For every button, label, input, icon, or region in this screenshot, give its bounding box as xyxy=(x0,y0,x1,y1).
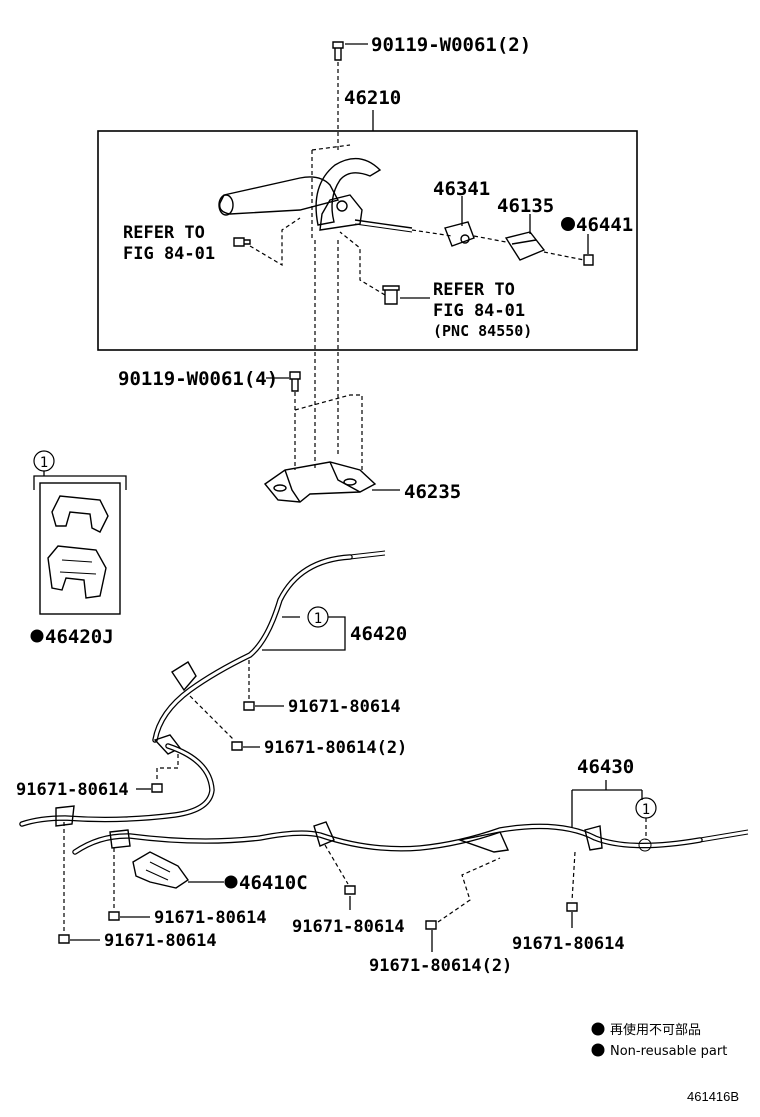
bolt-c-label[interactable]: 91671-80614 xyxy=(16,780,129,800)
nonreuse-dot-clamp xyxy=(224,875,238,889)
refer-right-line2[interactable]: FIG 84-01 xyxy=(433,301,525,321)
callout-1-front-num: 1 xyxy=(314,611,322,627)
bolt-a-label[interactable]: 91671-80614 xyxy=(288,697,401,717)
bolt-f-label[interactable]: 91671-80614 xyxy=(292,917,405,937)
front-cable-drawing xyxy=(19,550,386,827)
figure-id: 461416B xyxy=(687,1089,739,1104)
bolt-e-label[interactable]: 91671-80614 xyxy=(104,931,217,951)
rear-cable-drawing xyxy=(72,821,749,889)
lever-assy-frame xyxy=(97,130,638,351)
refer-left-line1: REFER TO xyxy=(123,223,205,243)
bolt-d-label[interactable]: 91671-80614 xyxy=(154,908,267,928)
legend-dot-jp xyxy=(591,1022,605,1036)
clamp-label[interactable]: 46410C xyxy=(239,872,308,894)
switch-label[interactable]: 46341 xyxy=(433,178,490,200)
cable-front-label[interactable]: 46420 xyxy=(350,623,407,645)
bolt-top-label[interactable]: 90119-W0061(2) xyxy=(371,34,531,56)
bolt-top-group: 90119-W0061(2) xyxy=(332,34,531,150)
clip-kit-frame xyxy=(39,482,121,615)
bracket-label[interactable]: 46135 xyxy=(497,195,554,217)
bolt-g-label[interactable]: 91671-80614(2) xyxy=(369,956,512,976)
cable-rear-label[interactable]: 46430 xyxy=(577,756,634,778)
refer-right-line1: REFER TO xyxy=(433,280,515,300)
refer-right-pnc: (PNC 84550) xyxy=(433,322,532,340)
lever-assy-label[interactable]: 46210 xyxy=(344,87,401,109)
parking-brake-lever-drawing xyxy=(218,144,594,305)
refer-left-line2[interactable]: FIG 84-01 xyxy=(123,244,215,264)
lower-bracket-drawing xyxy=(263,461,400,503)
callout-1-number: 1 xyxy=(40,455,48,471)
bolt-b-label[interactable]: 91671-80614(2) xyxy=(264,738,407,758)
nut-label[interactable]: 46441 xyxy=(576,214,633,236)
callout-1-rear-num: 1 xyxy=(642,802,650,818)
legend-dot-en xyxy=(591,1043,605,1057)
bracket-lower-label[interactable]: 46235 xyxy=(404,481,461,503)
clip-kit-label[interactable]: 46420J xyxy=(45,626,114,648)
nonreuse-dot-nut xyxy=(561,217,575,231)
legend: 再使用不可部品 Non-reusable part xyxy=(591,1022,727,1059)
nonreuse-dot-kit xyxy=(30,629,44,643)
clip-kit-drawing xyxy=(47,495,109,599)
legend-en: Non-reusable part xyxy=(610,1044,727,1059)
bolt-h-label[interactable]: 91671-80614 xyxy=(512,934,625,954)
bolt-mid-label[interactable]: 90119-W0061(4) xyxy=(118,368,278,390)
legend-jp: 再使用不可部品 xyxy=(610,1022,701,1038)
